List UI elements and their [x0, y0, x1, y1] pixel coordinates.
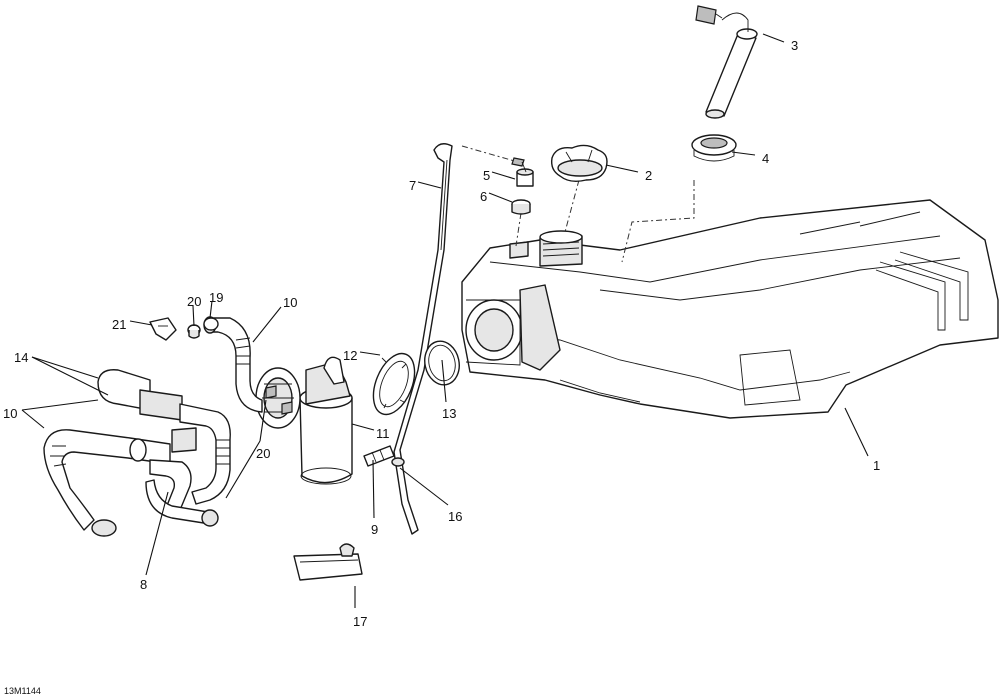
- leader-c7: [417, 181, 442, 189]
- leader-c12: [359, 351, 381, 356]
- fuel-pump-module: [255, 356, 353, 485]
- leader-c11: [351, 423, 375, 431]
- fuel-tank: [461, 199, 999, 419]
- callout-c8: 8: [140, 577, 147, 592]
- callout-c13: 13: [442, 406, 456, 421]
- callout-c6: 6: [480, 189, 487, 204]
- fitting-20-upper: [187, 324, 201, 339]
- leader-c19: [209, 300, 213, 319]
- callout-c16: 16: [448, 509, 462, 524]
- pump-outlet-fitting: [363, 445, 395, 467]
- leader-c2: [605, 164, 639, 173]
- leader-c4: [731, 151, 756, 156]
- fuel-level-sensor: [695, 5, 758, 119]
- assembly-line-valve: [515, 212, 522, 247]
- lock-ring: [372, 352, 416, 416]
- leader-c10a: [252, 306, 282, 343]
- valve-grommet: [511, 199, 531, 215]
- leader-c14: [31, 356, 109, 396]
- leader-c5: [491, 171, 516, 180]
- filler-cap: [550, 144, 608, 183]
- leader-c8: [145, 491, 169, 576]
- assembly-line-gauge: [621, 180, 695, 263]
- leader-c6: [488, 192, 513, 203]
- callout-c9: 9: [371, 522, 378, 537]
- callout-c12: 12: [343, 348, 357, 363]
- callout-c14: 14: [14, 350, 28, 365]
- callout-c10b: 10: [3, 406, 17, 421]
- callout-c5: 5: [483, 168, 490, 183]
- leader-c9: [372, 459, 375, 519]
- callout-c10a: 10: [283, 295, 297, 310]
- leader-lines: [21, 33, 869, 608]
- assembly-line-cap: [564, 179, 580, 233]
- callout-c2: 2: [645, 168, 652, 183]
- callout-c21: 21: [112, 317, 126, 332]
- callout-c11: 11: [376, 426, 390, 441]
- callout-c4: 4: [762, 151, 769, 166]
- leader-c3: [762, 33, 785, 43]
- leader-c10b: [21, 399, 99, 411]
- quick-connect-19: [203, 317, 219, 331]
- callout-c19: 19: [209, 290, 223, 305]
- leader-c1: [844, 407, 869, 457]
- vent-valve: [511, 157, 534, 187]
- callout-c1: 1: [873, 458, 880, 473]
- callout-c3: 3: [791, 38, 798, 53]
- leader-c21: [129, 320, 153, 326]
- hose-clamp: [391, 457, 405, 467]
- assembly-line-vent: [461, 145, 519, 163]
- leader-14-branch: [31, 356, 99, 379]
- leader-10-split: [21, 409, 45, 429]
- callout-c7: 7: [409, 178, 416, 193]
- leader-c20b: [259, 399, 267, 442]
- pump-supply-hose: [203, 316, 263, 413]
- drawing-reference: 13M1144: [4, 686, 41, 696]
- fuel-filter: [293, 543, 363, 581]
- vent-hose: [393, 143, 453, 535]
- callout-c17: 17: [353, 614, 367, 629]
- hose-assembly: [43, 369, 231, 537]
- callout-c20b: 20: [256, 446, 270, 461]
- callout-c20a: 20: [187, 294, 201, 309]
- leader-20-branch: [225, 440, 261, 499]
- leader-c20a: [192, 305, 195, 327]
- bracket-21: [149, 317, 177, 341]
- leader-c13: [441, 359, 447, 403]
- leader-c16: [399, 467, 449, 506]
- sensor-grommet: [691, 134, 737, 162]
